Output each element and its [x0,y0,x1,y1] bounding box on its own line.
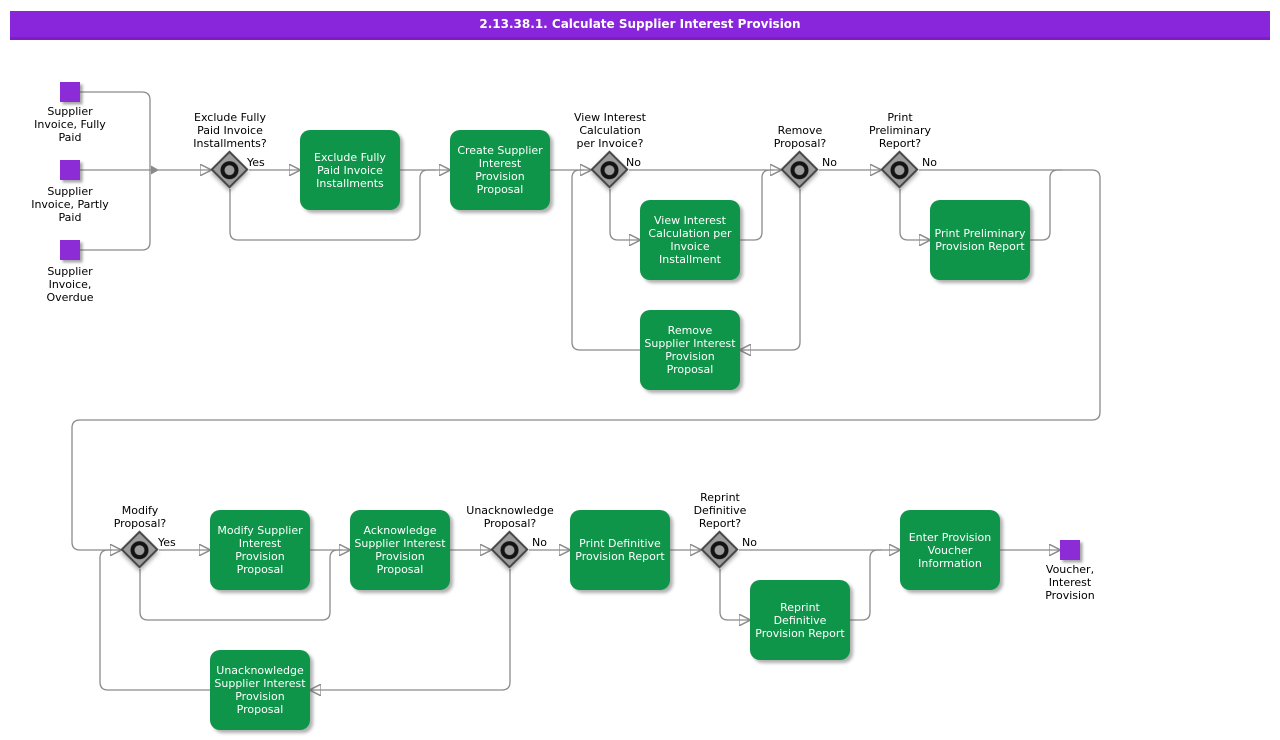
gateway-circle-icon [886,156,913,183]
event-label-fully-paid: Supplier Invoice, Fully Paid [34,105,106,144]
connector-source-overdue [80,170,151,251]
activity-remove-supplier-interest-provision-proposal[interactable]: Remove Supplier Interest Provision Propo… [640,310,740,390]
gateway-circle-icon [596,156,623,183]
gateway-question-modify: Modify Proposal? [113,504,167,530]
branch-label-yes: Yes [247,156,265,169]
activity-print-definitive-provision-report[interactable]: Print Definitive Provision Report [570,510,670,590]
connector-view-merge [740,169,774,241]
activity-label: Enter Provision Voucher Information [908,530,992,570]
activity-unacknowledge-supplier-interest-provision-proposal[interactable]: Unacknowledge Supplier Interest Provisio… [210,650,310,730]
activity-label: Remove Supplier Interest Provision Propo… [644,324,736,376]
event-label-voucher: Voucher, Interest Provision [1045,563,1095,602]
gateway-question-reprint: Reprint Definitive Report? [693,491,747,530]
connector-remove-yes [740,189,801,350]
connector-print-prelim-yes [899,189,930,240]
connector-unack-yes [310,569,511,690]
connector-print-prelim-merge [1030,169,1062,241]
gateway-circle-icon [706,536,733,563]
activity-modify-supplier-interest-provision-proposal[interactable]: Modify Supplier Interest Provision Propo… [210,510,310,590]
branch-label-no: No [922,156,937,169]
event-label-partly-paid: Supplier Invoice, Partly Paid [31,185,109,224]
branch-label-no: No [742,536,757,549]
gateway-question-remove: Remove Proposal? [773,124,827,150]
branch-label-no: No [822,156,837,169]
activity-label: Unacknowledge Supplier Interest Provisio… [214,664,306,716]
activity-label: Reprint Definitive Provision Report [755,600,845,640]
gateway-circle-icon [216,156,243,183]
activity-label: Acknowledge Supplier Interest Provision … [354,524,446,576]
activity-print-preliminary-provision-report[interactable]: Print Preliminary Provision Report [930,200,1030,280]
activity-view-interest-calculation-per-invoice-installment[interactable]: View Interest Calculation per Invoice In… [640,200,740,280]
connector-row1-to-row2 [71,169,1101,550]
branch-label-no: No [626,156,641,169]
event-supplier-invoice-fully-paid [60,82,80,102]
activity-exclude-fully-paid-invoice-installments[interactable]: Exclude Fully Paid Invoice Installments [300,130,400,210]
activity-create-supplier-interest-provision-proposal[interactable]: Create Supplier Interest Provision Propo… [450,130,550,210]
gateway-question-print-preliminary: Print Preliminary Report? [868,111,932,150]
diagram-title: 2.13.38.1. Calculate Supplier Interest P… [479,17,801,31]
diagram-title-bar: 2.13.38.1. Calculate Supplier Interest P… [10,11,1270,40]
branch-label-yes: Yes [158,536,176,549]
activity-label: Exclude Fully Paid Invoice Installments [314,150,386,190]
connector-source-fully-paid [80,91,151,170]
gateway-circle-icon [786,156,813,183]
event-supplier-invoice-overdue [60,240,80,260]
connector-unack-loop-return [99,549,210,691]
connector-view-yes [609,189,640,240]
event-supplier-invoice-partly-paid [60,160,80,180]
connector-modify-bypass [139,549,342,621]
event-label-overdue: Supplier Invoice, Overdue [46,265,94,304]
branch-label-no: No [532,536,547,549]
connector-remove-loop-return [571,169,640,351]
connector-exclude-bypass [229,169,436,241]
activity-enter-provision-voucher-information[interactable]: Enter Provision Voucher Information [900,510,1000,590]
activity-label: Modify Supplier Interest Provision Propo… [217,524,303,576]
activity-label: View Interest Calculation per Invoice In… [648,214,732,266]
activity-label: Print Definitive Provision Report [575,537,665,563]
activity-label: Create Supplier Interest Provision Propo… [457,144,543,196]
activity-label: Print Preliminary Provision Report [934,227,1026,253]
event-voucher-interest-provision [1060,540,1080,560]
connector-reprint-yes [719,569,750,620]
activity-acknowledge-supplier-interest-provision-proposal[interactable]: Acknowledge Supplier Interest Provision … [350,510,450,590]
gateway-question-unacknowledge: Unacknowledge Proposal? [466,504,554,530]
connector-reprint-merge [850,549,882,621]
gateway-circle-icon [496,536,523,563]
gateway-question-exclude: Exclude Fully Paid Invoice Installments? [193,111,267,150]
activity-reprint-definitive-provision-report[interactable]: Reprint Definitive Provision Report [750,580,850,660]
gateway-circle-icon [126,536,153,563]
gateway-question-view: View Interest Calculation per Invoice? [574,111,646,150]
